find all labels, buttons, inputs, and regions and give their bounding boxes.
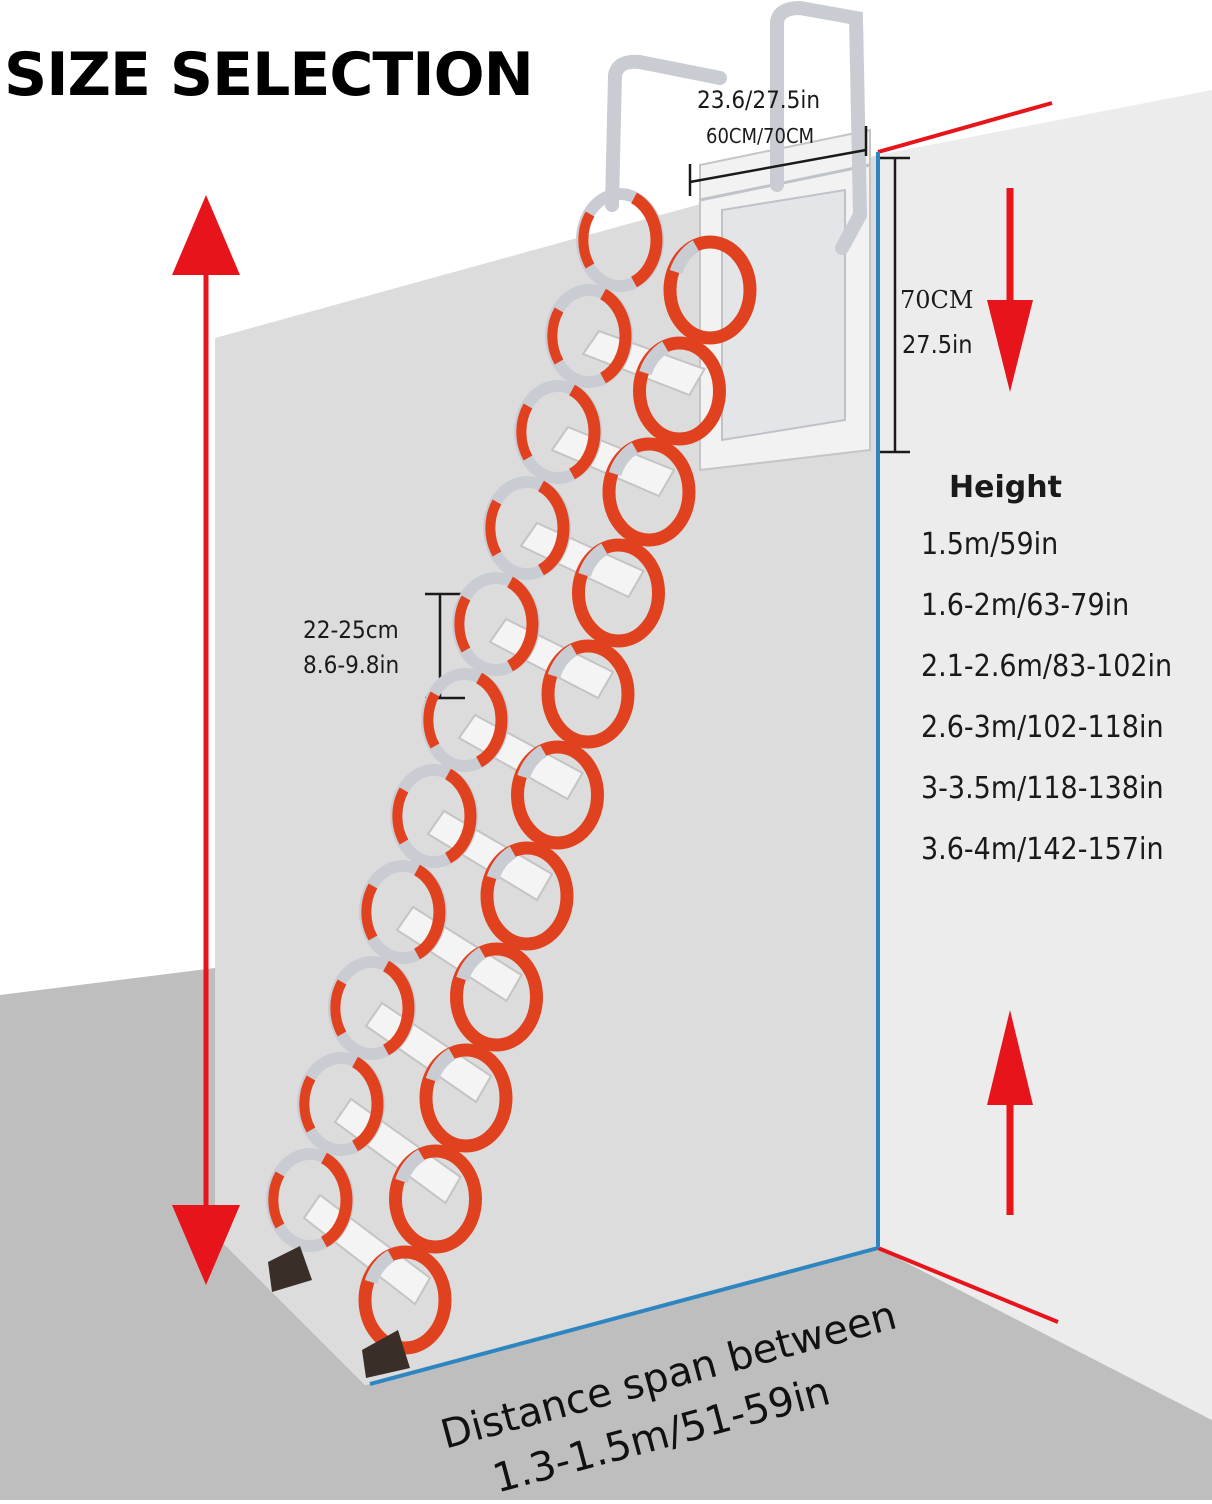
span-blue-edge — [369, 1246, 879, 1386]
ladder-left-loop-red — [599, 288, 632, 384]
height-option: 1.6-2m/63-79in — [921, 588, 1130, 623]
ladder-left-loop-red — [299, 1075, 316, 1133]
right-foot — [362, 1330, 410, 1378]
ladder-right-loop-silver — [425, 1048, 456, 1083]
scissor-ladder — [266, 188, 757, 1378]
ladder-left-loop-red — [392, 787, 409, 845]
ladder-right-loop-silver — [395, 1149, 426, 1184]
ladder-right-loop-silver — [639, 341, 670, 376]
ladder-left-loop-red — [578, 211, 595, 269]
top-depth-imperial-label: 27.5in — [902, 330, 973, 359]
ladder-right-loop — [480, 841, 574, 951]
left-height-arrow — [172, 195, 240, 1285]
up-arrow — [987, 1010, 1033, 1215]
bottom-red-edge — [877, 1246, 1059, 1324]
ladder-left-loop-red — [320, 1152, 353, 1248]
ladder-right-loop-silver — [456, 947, 487, 982]
width-imperial-label: 23.6/27.5in — [697, 86, 821, 114]
ladder-left-loop-red — [537, 480, 570, 576]
down-arrow — [987, 188, 1033, 392]
ladder-left-loop-red — [382, 960, 415, 1056]
ladder-right-loop — [541, 639, 635, 749]
top-red-edge — [877, 101, 1053, 154]
ladder-left-loop-red — [444, 768, 477, 864]
ladder-right-loop — [419, 1043, 513, 1153]
ladder-right-loop-silver — [669, 240, 700, 275]
ladder-left-loop-red — [351, 1056, 384, 1152]
ladder-right-loop-silver — [364, 1250, 395, 1285]
top-depth-metric-label: 70CM — [900, 286, 974, 314]
ladder-right-loop — [663, 235, 757, 345]
ladder-left-loop-red — [475, 672, 508, 768]
left-foot — [268, 1246, 312, 1292]
right-handrail — [770, 0, 868, 255]
ladder-right-loop — [633, 336, 726, 446]
floor — [0, 968, 1212, 1500]
ladder-right-loop-silver — [486, 846, 517, 881]
top-depth-bracket — [880, 156, 910, 454]
ladder-right-loop — [389, 1144, 482, 1254]
step-spacing-metric-label: 22-25cm — [303, 616, 399, 644]
ladder-left-loop-red — [630, 192, 663, 288]
left-handrail — [605, 54, 727, 212]
ladder-left-loop-red — [485, 499, 502, 557]
ladder-left-loop-red — [268, 1171, 285, 1229]
ladder-left-loop-red — [330, 979, 347, 1037]
height-option: 2.1-2.6m/83-102in — [921, 649, 1173, 684]
ladder-right-loop-silver — [608, 442, 639, 477]
ladder-left-loop-red — [568, 384, 601, 480]
step-spacing-imperial-label: 8.6-9.8in — [303, 651, 400, 679]
ladder-left-loop-red — [423, 691, 440, 749]
ladder-right-loop — [602, 437, 696, 547]
width-metric-label: 60CM/70CM — [706, 124, 815, 148]
ladder-right-loop-silver — [547, 644, 578, 679]
ladder-right-loop-silver — [578, 543, 609, 578]
height-heading: Height — [949, 470, 1062, 505]
height-option: 3.6-4m/142-157in — [921, 832, 1164, 867]
ladder-right-loop — [511, 740, 604, 850]
ladder-right-loop — [572, 538, 665, 648]
hatch-box — [699, 128, 871, 472]
page-title: SIZE SELECTION — [4, 40, 534, 110]
side-wall — [878, 90, 1212, 1420]
width-bracket — [688, 126, 868, 196]
ladder-left-loop-red — [454, 595, 471, 653]
ladder-left-loop-red — [361, 883, 378, 941]
height-option: 3-3.5m/118-138in — [921, 771, 1164, 806]
ladder-left-loop-red — [547, 307, 564, 365]
height-option: 2.6-3m/102-118in — [921, 710, 1164, 745]
ladder-left-loop-red — [413, 864, 446, 960]
ladder-right-loop-silver — [517, 745, 548, 780]
ladder-left-loop-red — [516, 403, 533, 461]
ladder-left-loop-red — [506, 576, 539, 672]
ladder-right-loop — [450, 942, 543, 1052]
ladder-right-loop — [358, 1245, 452, 1355]
height-option: 1.5m/59in — [921, 527, 1059, 562]
